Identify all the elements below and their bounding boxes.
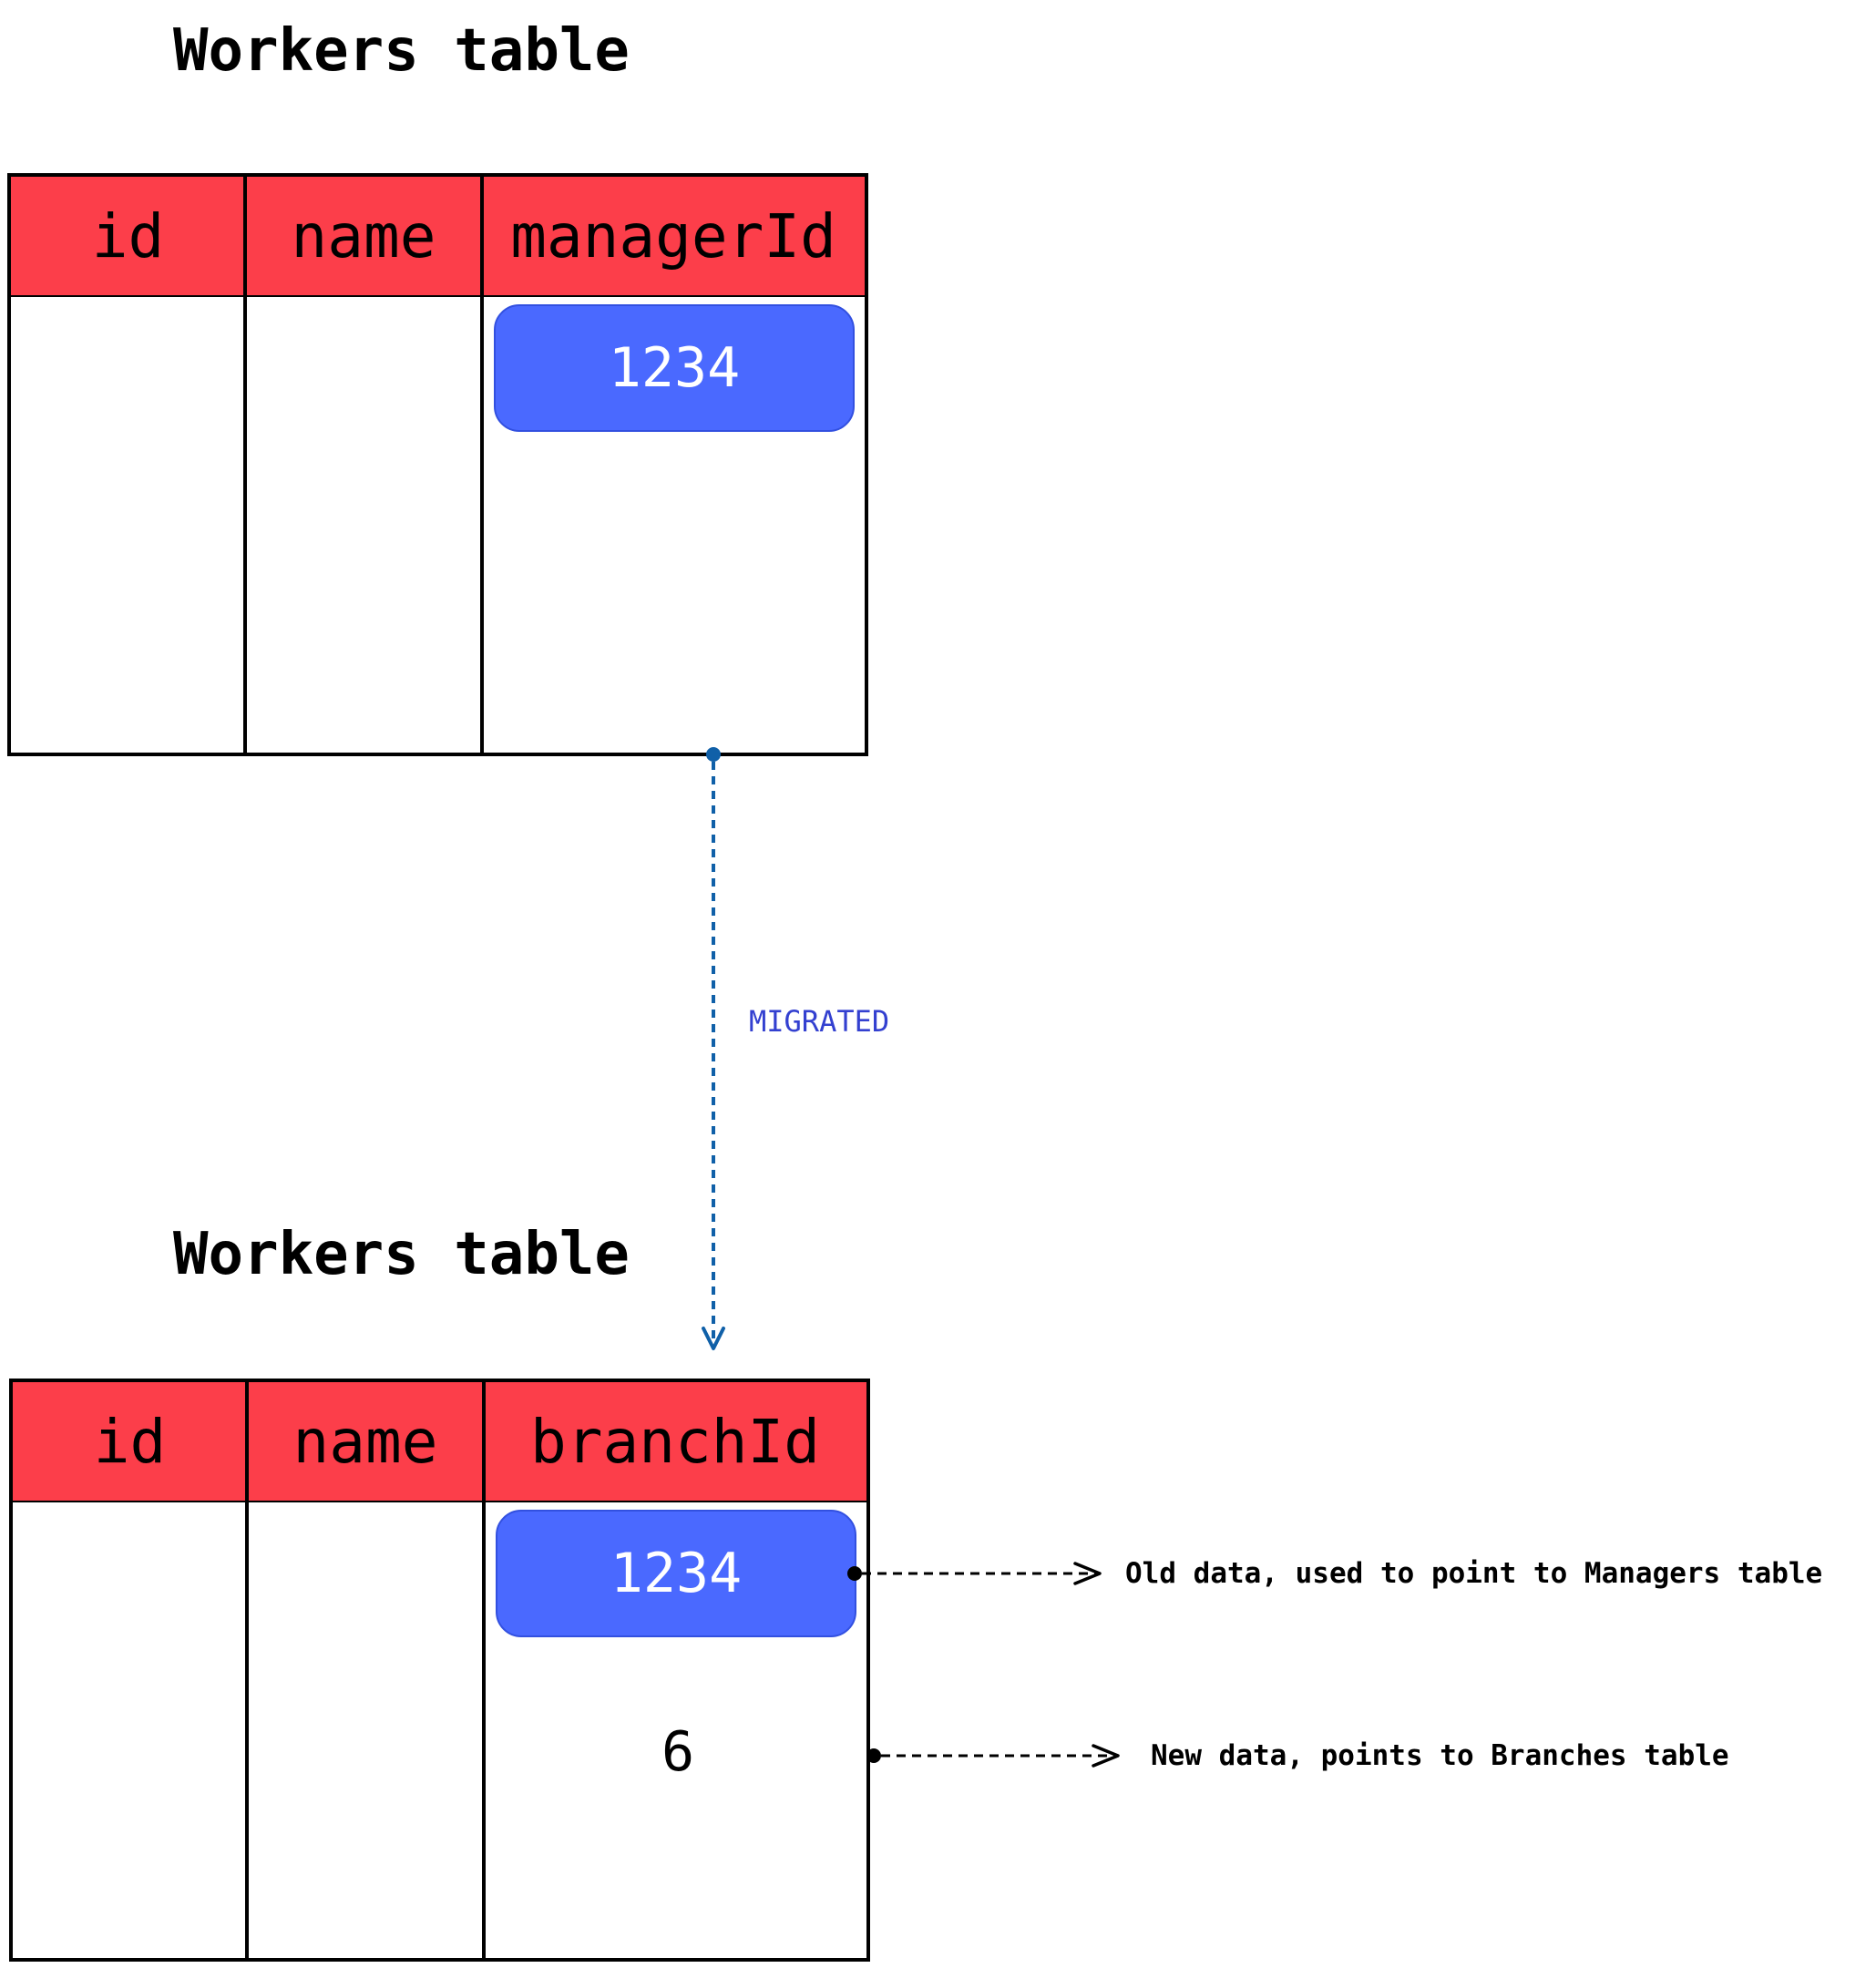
- top-workers-table: id name managerId 1234: [7, 173, 868, 756]
- top-header-name: name: [245, 177, 482, 297]
- bottom-new-value: 6: [661, 1720, 695, 1784]
- bottom-workers-table: id name branchId 1234 6: [9, 1379, 870, 1962]
- bottom-header-id: id: [13, 1382, 247, 1502]
- old-data-arrow-head: [1073, 1562, 1102, 1585]
- bottom-table-title: Workers table: [173, 1221, 630, 1288]
- migration-arrow-head: [702, 1327, 725, 1350]
- new-data-arrow: [866, 1744, 1120, 1768]
- bottom-old-value-chip: 1234: [496, 1510, 856, 1637]
- top-column-divider-2: [480, 177, 484, 753]
- top-managerid-value-chip: 1234: [494, 304, 855, 432]
- old-data-note: Old data, used to point to Managers tabl…: [1125, 1557, 1823, 1590]
- new-data-arrow-head: [1092, 1744, 1120, 1768]
- migration-arrow-start-dot: [706, 747, 721, 762]
- top-header-managerid: managerId: [482, 177, 865, 297]
- bottom-header-name: name: [247, 1382, 484, 1502]
- migrated-label: MIGRATED: [749, 1004, 890, 1039]
- top-header-id: id: [11, 177, 245, 297]
- new-data-arrow-start-dot: [866, 1748, 881, 1763]
- migration-arrow: [702, 747, 725, 1350]
- bottom-column-divider-1: [245, 1382, 249, 1958]
- new-data-note: New data, points to Branches table: [1151, 1739, 1729, 1772]
- bottom-header-branchid: branchId: [484, 1382, 866, 1502]
- old-data-arrow: [847, 1562, 1102, 1585]
- top-column-divider-1: [243, 177, 247, 753]
- old-data-arrow-start-dot: [847, 1566, 862, 1581]
- bottom-column-divider-2: [482, 1382, 486, 1958]
- top-table-title: Workers table: [173, 17, 630, 85]
